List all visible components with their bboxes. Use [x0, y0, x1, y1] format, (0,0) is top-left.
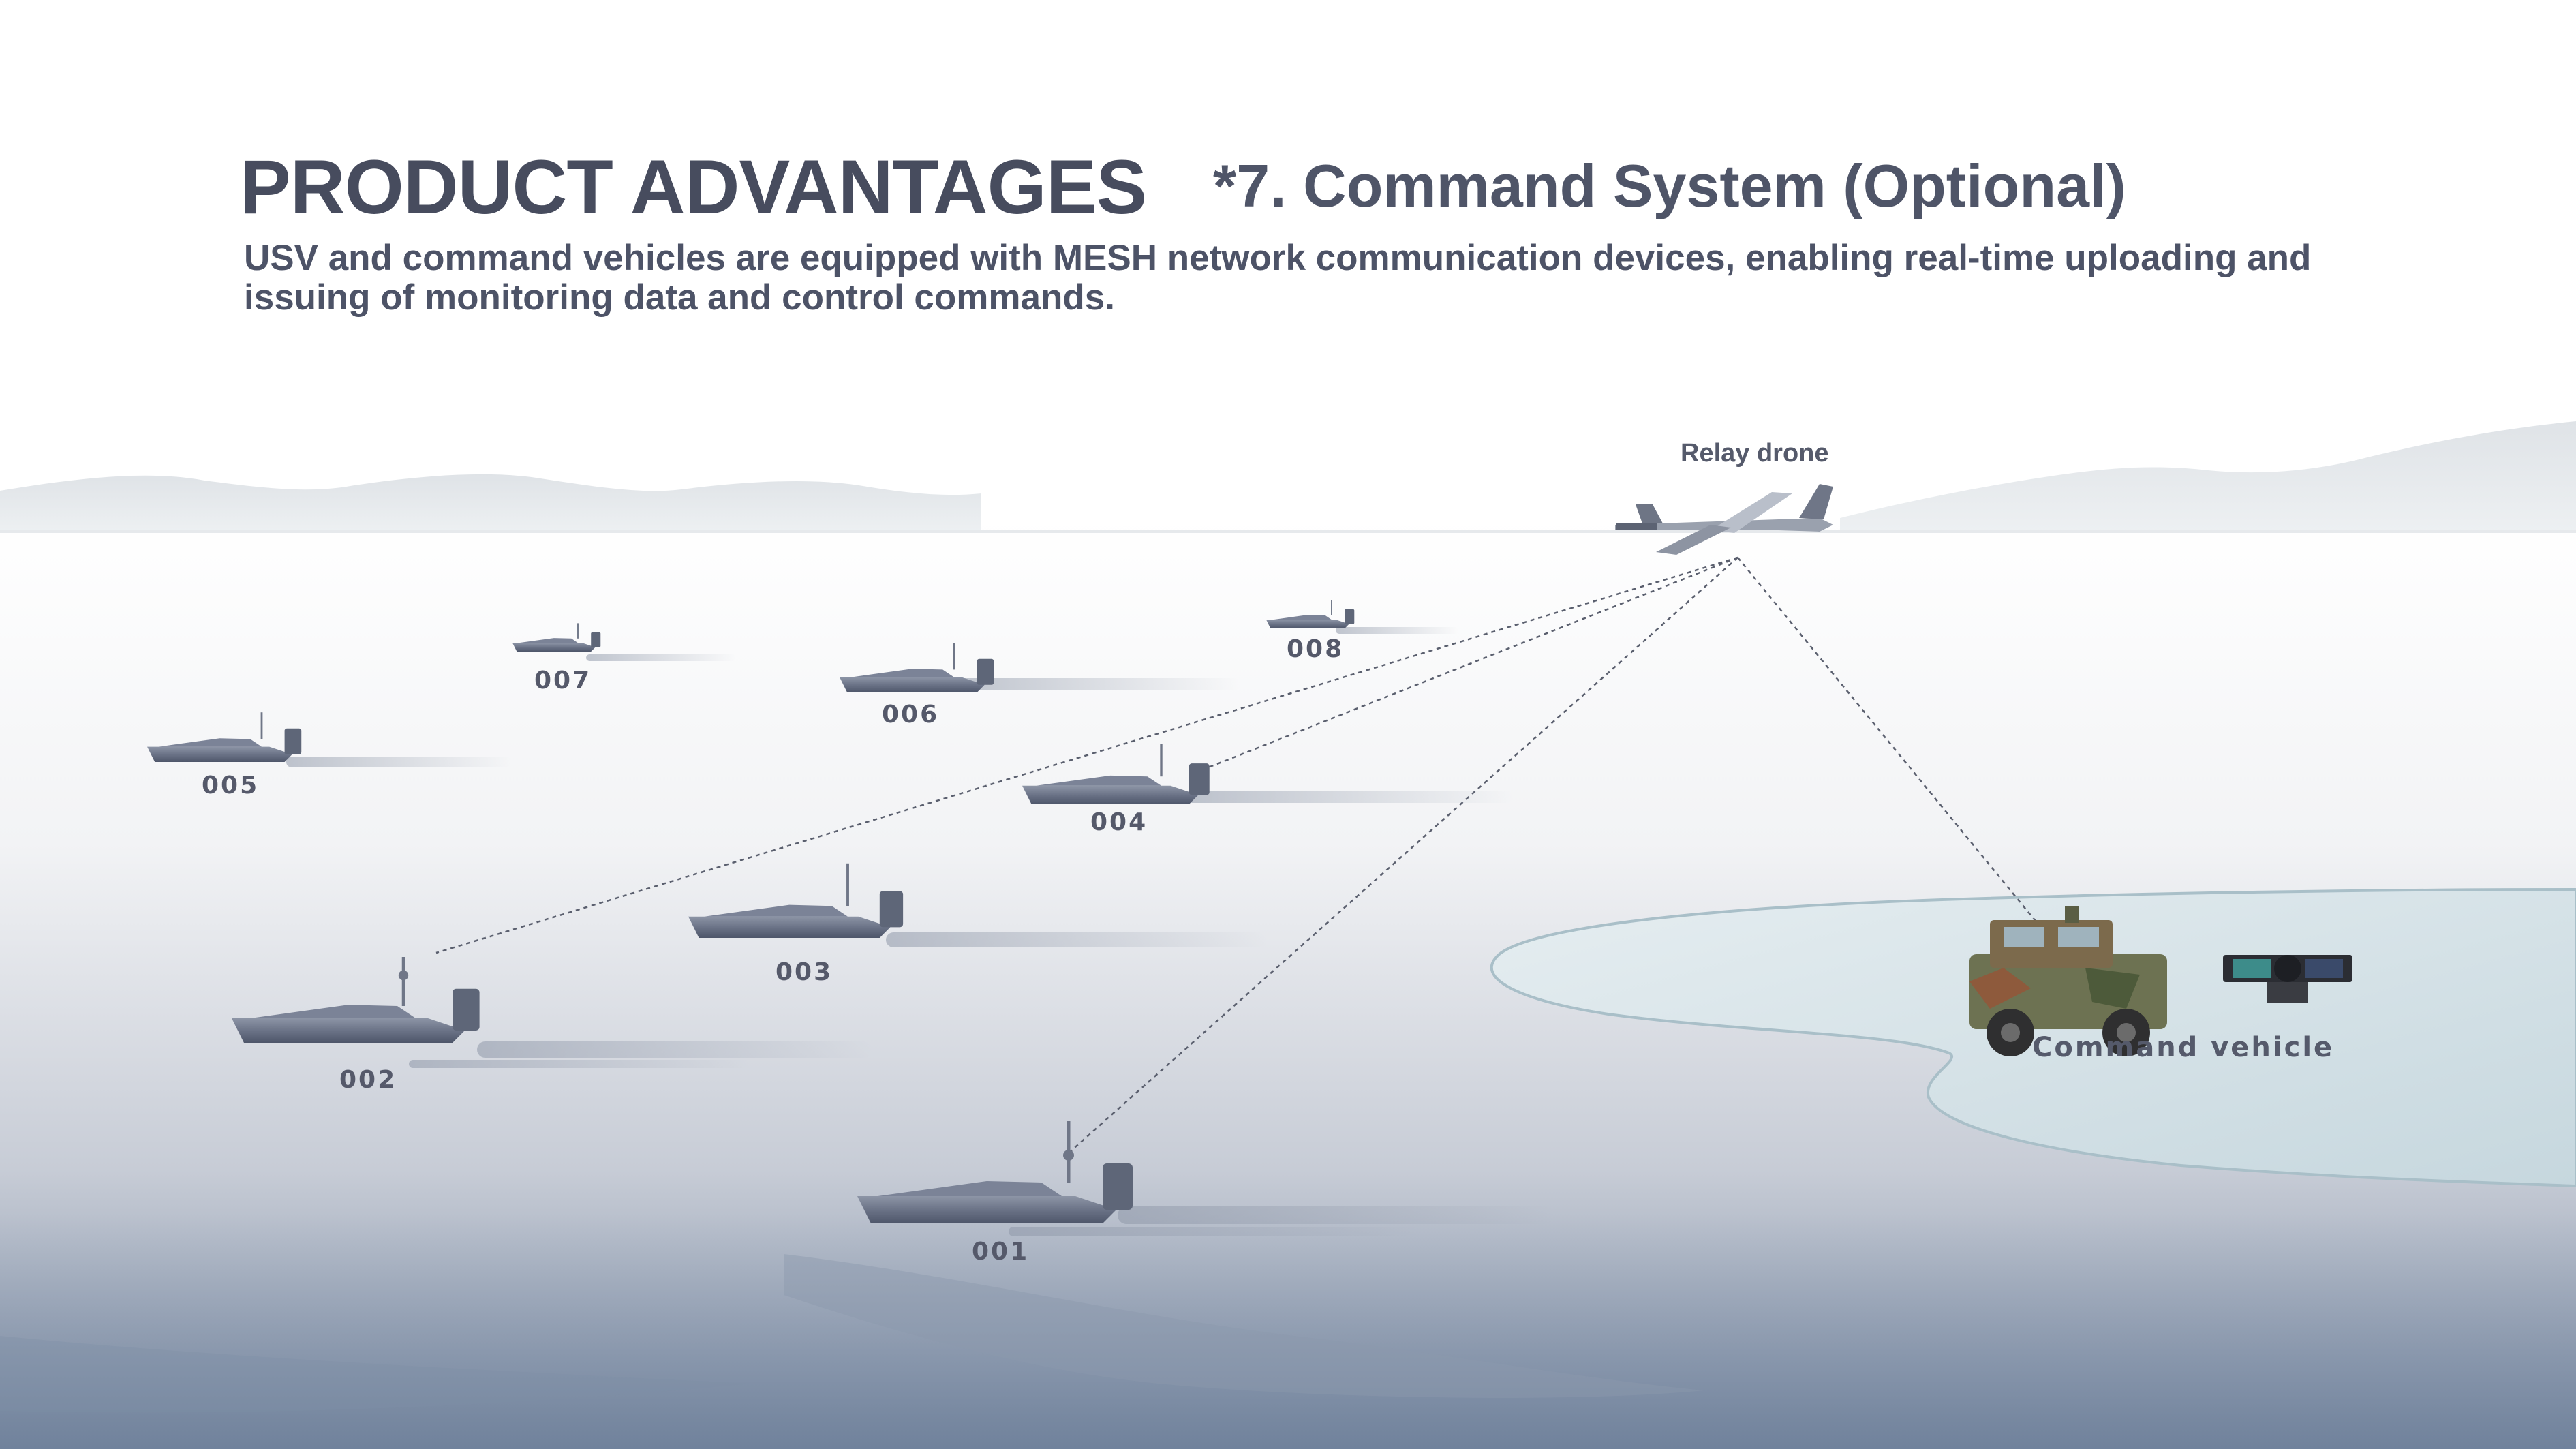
command-vehicle-truck [1969, 906, 2167, 1056]
mesh-links [435, 556, 2038, 1153]
boat-004 [1022, 744, 1210, 804]
boat-label-001: 001 [972, 1238, 1030, 1266]
distant-mountains [1840, 421, 2576, 532]
sea-current [0, 1336, 750, 1413]
link-to-004 [1204, 556, 1738, 770]
wake [954, 678, 1240, 690]
command-vehicle-label: Command vehicle [2032, 1032, 2335, 1063]
wake [477, 1041, 872, 1058]
page-title: PRODUCT ADVANTAGES [240, 144, 1147, 230]
link-to-001 [1069, 557, 1738, 1153]
boat-005 [147, 712, 302, 762]
boat-001 [857, 1121, 1133, 1223]
wake [1336, 627, 1458, 634]
link-to-command-vehicle [1737, 557, 2038, 924]
wake [1118, 1206, 1554, 1224]
distant-mountains [0, 474, 981, 532]
boat-label-006: 006 [882, 701, 940, 729]
boat-006 [840, 643, 994, 692]
boat-label-003: 003 [776, 958, 833, 986]
wake [286, 757, 511, 767]
boat-label-004: 004 [1090, 808, 1148, 836]
section-description: USV and command vehicles are equipped wi… [244, 238, 2312, 318]
boat-003 [688, 863, 904, 938]
boat-label-002: 002 [339, 1066, 397, 1094]
boat-008 [1266, 600, 1355, 628]
boat-002 [232, 956, 480, 1043]
boat-label-005: 005 [202, 772, 260, 799]
boat-007 [512, 623, 601, 652]
link-to-002 [435, 556, 1738, 954]
sea-deep-band [0, 1213, 2576, 1449]
relay-drone-label: Relay drone [1681, 439, 1829, 468]
boat-label-007: 007 [534, 667, 592, 695]
wake [886, 932, 1268, 947]
wake [1009, 1227, 1417, 1236]
wakes [286, 627, 1554, 1236]
sea-current [784, 1254, 1704, 1398]
wake [1186, 791, 1513, 803]
wake [586, 654, 736, 661]
boat-label-008: 008 [1287, 635, 1345, 663]
wake [409, 1060, 750, 1068]
relay-drone [1615, 484, 1833, 555]
command-terminal [2223, 955, 2352, 1003]
section-subtitle: *7. Command System (Optional) [1213, 152, 2126, 219]
horizon-line [0, 530, 2576, 533]
